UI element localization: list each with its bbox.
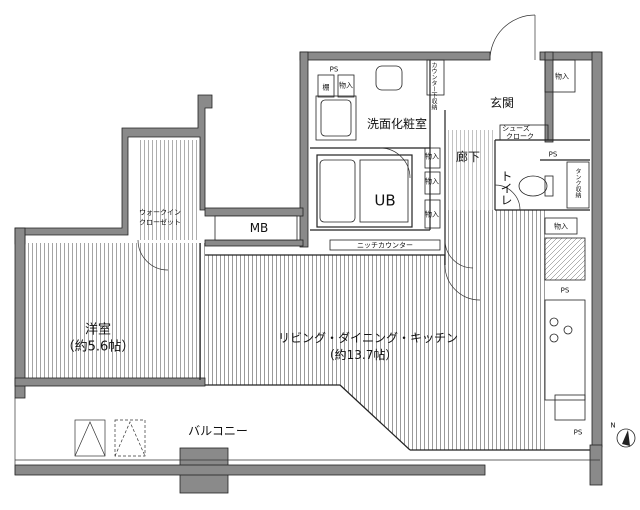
ps-label-kitchen: PS (560, 286, 570, 295)
ldk-name: リビング・ダイニング・キッチン (277, 331, 459, 345)
interior-walls (199, 60, 590, 451)
toilet-fixtures (518, 161, 590, 209)
western-room-floor (25, 243, 205, 378)
toilet-label: トイレ (499, 170, 513, 206)
ub-label: UB (374, 191, 396, 210)
ps-label-toilet: PS (548, 150, 558, 159)
hall-floor (445, 130, 495, 210)
mb-label: MB (249, 221, 269, 235)
walkin-label-2: クローゼット (139, 218, 181, 227)
tank-storage-label: タンク収納 (574, 168, 581, 198)
storage-label-hall-3: 物入 (425, 210, 439, 219)
walkin-floor (138, 140, 200, 240)
storage-label-washroom: 物入 (339, 81, 353, 90)
storage-label-hall-1: 物入 (425, 152, 439, 161)
counter-storage-label: カウンター下収納 (430, 62, 437, 110)
hall-storages (424, 59, 578, 235)
walkin-label-1: ウォークイン (139, 208, 181, 217)
ps-label-washroom: PS (329, 65, 339, 74)
balcony (14, 398, 600, 475)
washroom-fixtures (315, 59, 445, 141)
niche-counter (329, 239, 441, 251)
storage-label-hall-2: 物入 (425, 177, 439, 186)
compass-icon (616, 428, 636, 448)
mb-box (214, 215, 298, 241)
ldk-floor (205, 210, 545, 450)
western-room-name: 洋室 (84, 322, 112, 338)
shoes-label-1: シューズ (502, 124, 530, 133)
shelf-label: 棚 (322, 83, 330, 92)
balcony-label: バルコニー (188, 424, 248, 438)
kitchen (544, 237, 586, 421)
entrance-label: 玄関 (489, 96, 515, 110)
washroom-label: 洗面化粧室 (366, 117, 428, 131)
ldk-area: （約13.7帖） (322, 348, 398, 362)
doors (137, 14, 536, 301)
compass-north-label: N (610, 421, 616, 430)
unit-bath (319, 159, 409, 223)
ps-label-kitchen-2: PS (573, 428, 583, 437)
hallway-label: 廊下 (455, 150, 481, 164)
storage-label-kitchen: 物入 (554, 222, 568, 231)
western-room-area: （約5.6帖） (61, 339, 135, 355)
shoes-label-2: クローク (506, 132, 534, 141)
niche-counter-label: ニッチカウンター (357, 241, 413, 250)
storage-label-entrance: 物入 (555, 72, 569, 81)
